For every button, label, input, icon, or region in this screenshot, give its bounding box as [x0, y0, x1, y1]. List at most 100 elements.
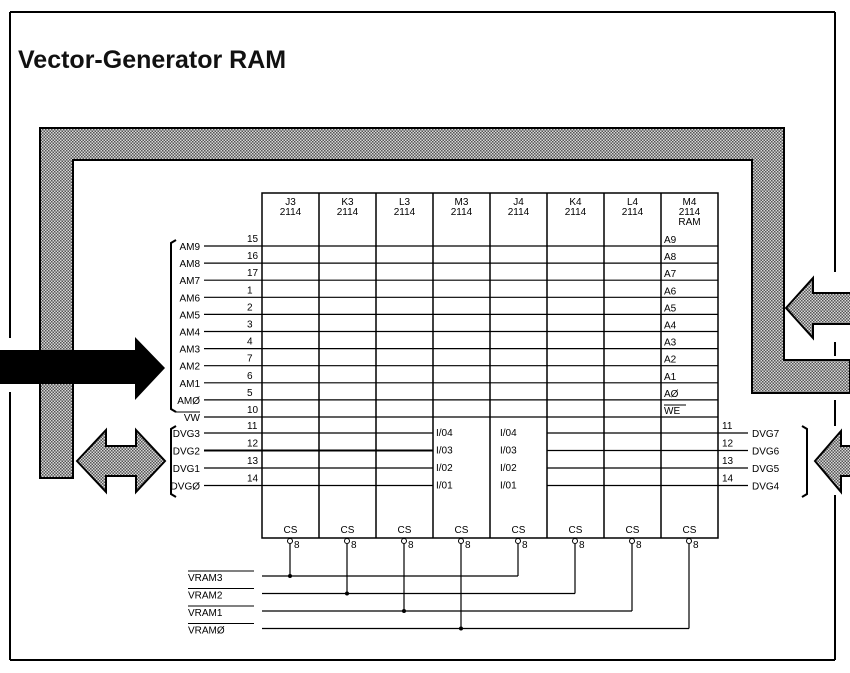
- address-signal-label: AM9: [179, 242, 200, 253]
- cs-pin-number: 8: [636, 540, 642, 551]
- cs-label: CS: [284, 525, 298, 536]
- address-signal-label: VW: [184, 413, 201, 424]
- cs-pin-number: 8: [294, 540, 300, 551]
- chip-type-label: 2114: [679, 207, 701, 218]
- pin-number: 6: [247, 371, 253, 382]
- chip-pin-label: A3: [664, 338, 677, 349]
- chip-type-label: 2114: [508, 207, 530, 218]
- chip-ref-label: M3: [455, 197, 469, 208]
- cs-pin-number: 8: [579, 540, 585, 551]
- data-signal-label: DVG6: [752, 447, 780, 458]
- right-bus-arrow: [784, 275, 850, 341]
- chip-type-label: 2114: [280, 207, 302, 218]
- bus-band: [39, 127, 850, 479]
- address-signal-label: AM8: [179, 259, 200, 270]
- pin-number: 12: [722, 439, 734, 450]
- cs-inversion-bubble: [515, 538, 521, 544]
- data-signal-label: DVGØ: [171, 482, 201, 493]
- address-bus-arrow: [0, 337, 165, 400]
- data-signal-label: DVG2: [173, 447, 201, 458]
- chip-type-label: 2114: [394, 207, 416, 218]
- data-signal-label: DVG3: [173, 429, 201, 440]
- chip-type-label: 2114: [622, 207, 644, 218]
- pin-number: 10: [247, 405, 259, 416]
- chip-pin-label: WE: [664, 406, 680, 417]
- pin-number: 13: [247, 456, 259, 467]
- chip-type-label: 2114: [565, 207, 587, 218]
- address-signal-label: AM6: [179, 293, 200, 304]
- io-label: I/04: [436, 428, 453, 439]
- vram-signal-label: VRAMØ: [188, 626, 225, 637]
- chip-pin-label: A4: [664, 321, 677, 332]
- pin-number: 4: [247, 337, 253, 348]
- chip-type-label: 2114: [451, 207, 473, 218]
- io-label: I/02: [436, 463, 453, 474]
- vram-signal-label: VRAM2: [188, 591, 223, 602]
- cs-pin-number: 8: [465, 540, 471, 551]
- vram-signal-label: VRAM1: [188, 608, 223, 619]
- cs-pin-number: 8: [408, 540, 414, 551]
- pin-number: 1: [247, 285, 253, 296]
- io-label: I/01: [436, 481, 453, 492]
- chip-pin-label: A5: [664, 303, 677, 314]
- data-signal-label: DVG4: [752, 482, 780, 493]
- chip-ref-label: K3: [341, 197, 354, 208]
- pin-number: 2: [247, 302, 253, 313]
- outer-frame: [9, 11, 836, 661]
- cs-label: CS: [683, 525, 697, 536]
- chip-type-label: 2114: [337, 207, 359, 218]
- wires: [204, 245, 748, 631]
- chip-pin-label: A8: [664, 252, 677, 263]
- chip-pin-label: A2: [664, 355, 677, 366]
- pin-number: 11: [247, 421, 258, 432]
- chip-ref-label: J4: [513, 197, 524, 208]
- chip-pin-label: A6: [664, 286, 677, 297]
- chip-pin-label: A1: [664, 372, 677, 383]
- cs-label: CS: [569, 525, 583, 536]
- chip-pin-label: A9: [664, 235, 677, 246]
- chip-extra-label: RAM: [678, 217, 700, 228]
- pin-number: 5: [247, 388, 253, 399]
- data-signal-label: DVG5: [752, 464, 780, 475]
- chip-ref-label: M4: [683, 197, 697, 208]
- cs-label: CS: [626, 525, 640, 536]
- pin-number: 7: [247, 354, 253, 365]
- pin-number: 16: [247, 251, 259, 262]
- cs-label: CS: [341, 525, 355, 536]
- data-bracket-right: [801, 425, 808, 498]
- io-label: I/03: [500, 446, 517, 457]
- cs-pin-number: 8: [522, 540, 528, 551]
- io-label: I/01: [500, 481, 517, 492]
- address-signal-label: AMØ: [177, 396, 200, 407]
- data-signal-label: DVG1: [173, 464, 201, 475]
- io-label: I/03: [436, 446, 453, 457]
- chip-ref-label: L3: [399, 197, 411, 208]
- cs-inversion-bubble: [686, 538, 692, 544]
- address-signal-label: AM4: [179, 328, 200, 339]
- pin-number: 15: [247, 234, 259, 245]
- cs-inversion-bubble: [344, 538, 350, 544]
- address-bracket: [170, 239, 177, 413]
- address-signal-label: AM7: [179, 276, 200, 287]
- chip-ref-label: K4: [569, 197, 582, 208]
- cs-inversion-bubble: [401, 538, 407, 544]
- chip-pin-label: AØ: [664, 389, 679, 400]
- address-signal-label: AM1: [179, 379, 200, 390]
- cs-inversion-bubble: [287, 538, 293, 544]
- pin-number: 14: [722, 474, 734, 485]
- ram-chip-array: J32114CSK32114CSL32114CSM32114CSJ42114CS…: [261, 192, 719, 539]
- cs-pin-number: 8: [693, 540, 699, 551]
- chip-ref-label: L4: [627, 197, 639, 208]
- address-signal-label: AM2: [179, 362, 200, 373]
- data-bus-arrow-right: [813, 428, 850, 495]
- cs-label: CS: [455, 525, 469, 536]
- cs-label: CS: [512, 525, 526, 536]
- chip-ref-label: J3: [285, 197, 296, 208]
- vram-signal-label: VRAM3: [188, 573, 223, 584]
- address-signal-label: AM3: [179, 345, 200, 356]
- data-bracket-left: [170, 425, 177, 498]
- data-bus-double-arrow-left: [75, 427, 167, 495]
- pin-number: 11: [722, 421, 733, 432]
